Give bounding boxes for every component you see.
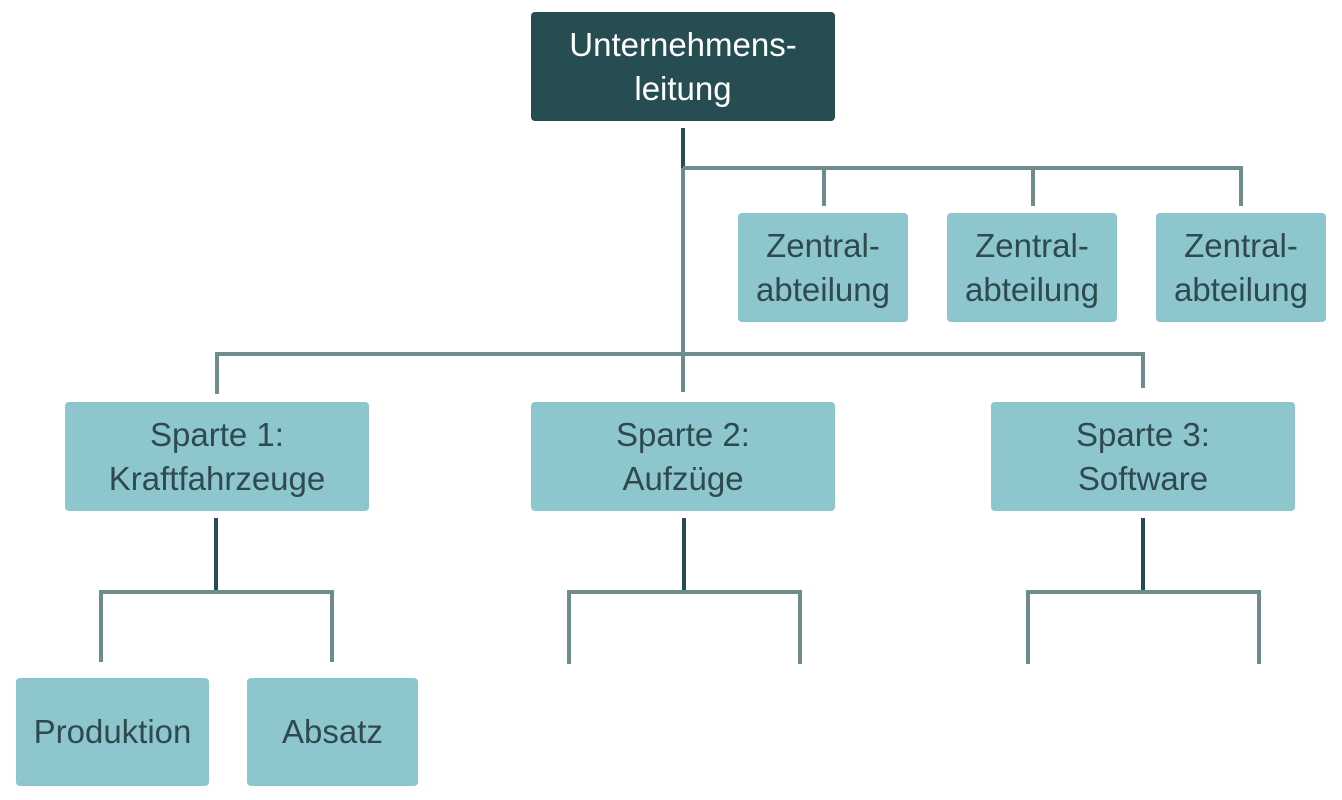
function-label: Absatz [282, 713, 383, 750]
function-box-produktion: Produktion [16, 678, 209, 786]
division-label-line1: Sparte 2: [616, 415, 750, 453]
central-department-label-line2: abteilung [965, 270, 1099, 308]
division-label-line2: Software [1077, 459, 1209, 497]
division-box-1: Sparte 1: Kraftfahrzeuge [65, 402, 369, 511]
central-department-label-line1: Zentral- [975, 226, 1089, 264]
management-label-line1: Unternehmens- [569, 25, 797, 63]
central-department-label-line1: Zentral- [1184, 226, 1298, 264]
division-label-line2: Aufzüge [622, 459, 744, 497]
division-box-2: Sparte 2: Aufzüge [531, 402, 835, 511]
central-department-label-line2: abteilung [1174, 270, 1308, 308]
central-department-label-line2: abteilung [756, 270, 890, 308]
division-label-line1: Sparte 1: [150, 415, 284, 453]
function-box-absatz: Absatz [247, 678, 418, 786]
function-label: Produktion [33, 713, 192, 750]
division-box-3: Sparte 3: Software [991, 402, 1295, 511]
division-label-line1: Sparte 3: [1076, 415, 1210, 453]
division-label-line2: Kraftfahrzeuge [108, 459, 326, 497]
central-department-box-1: Zentral- abteilung [738, 213, 908, 322]
central-department-label-line1: Zentral- [766, 226, 880, 264]
central-department-box-3: Zentral- abteilung [1156, 213, 1326, 322]
management-box: Unternehmens- leitung [531, 12, 835, 121]
central-department-box-2: Zentral- abteilung [947, 213, 1117, 322]
management-label-line2: leitung [634, 69, 732, 107]
